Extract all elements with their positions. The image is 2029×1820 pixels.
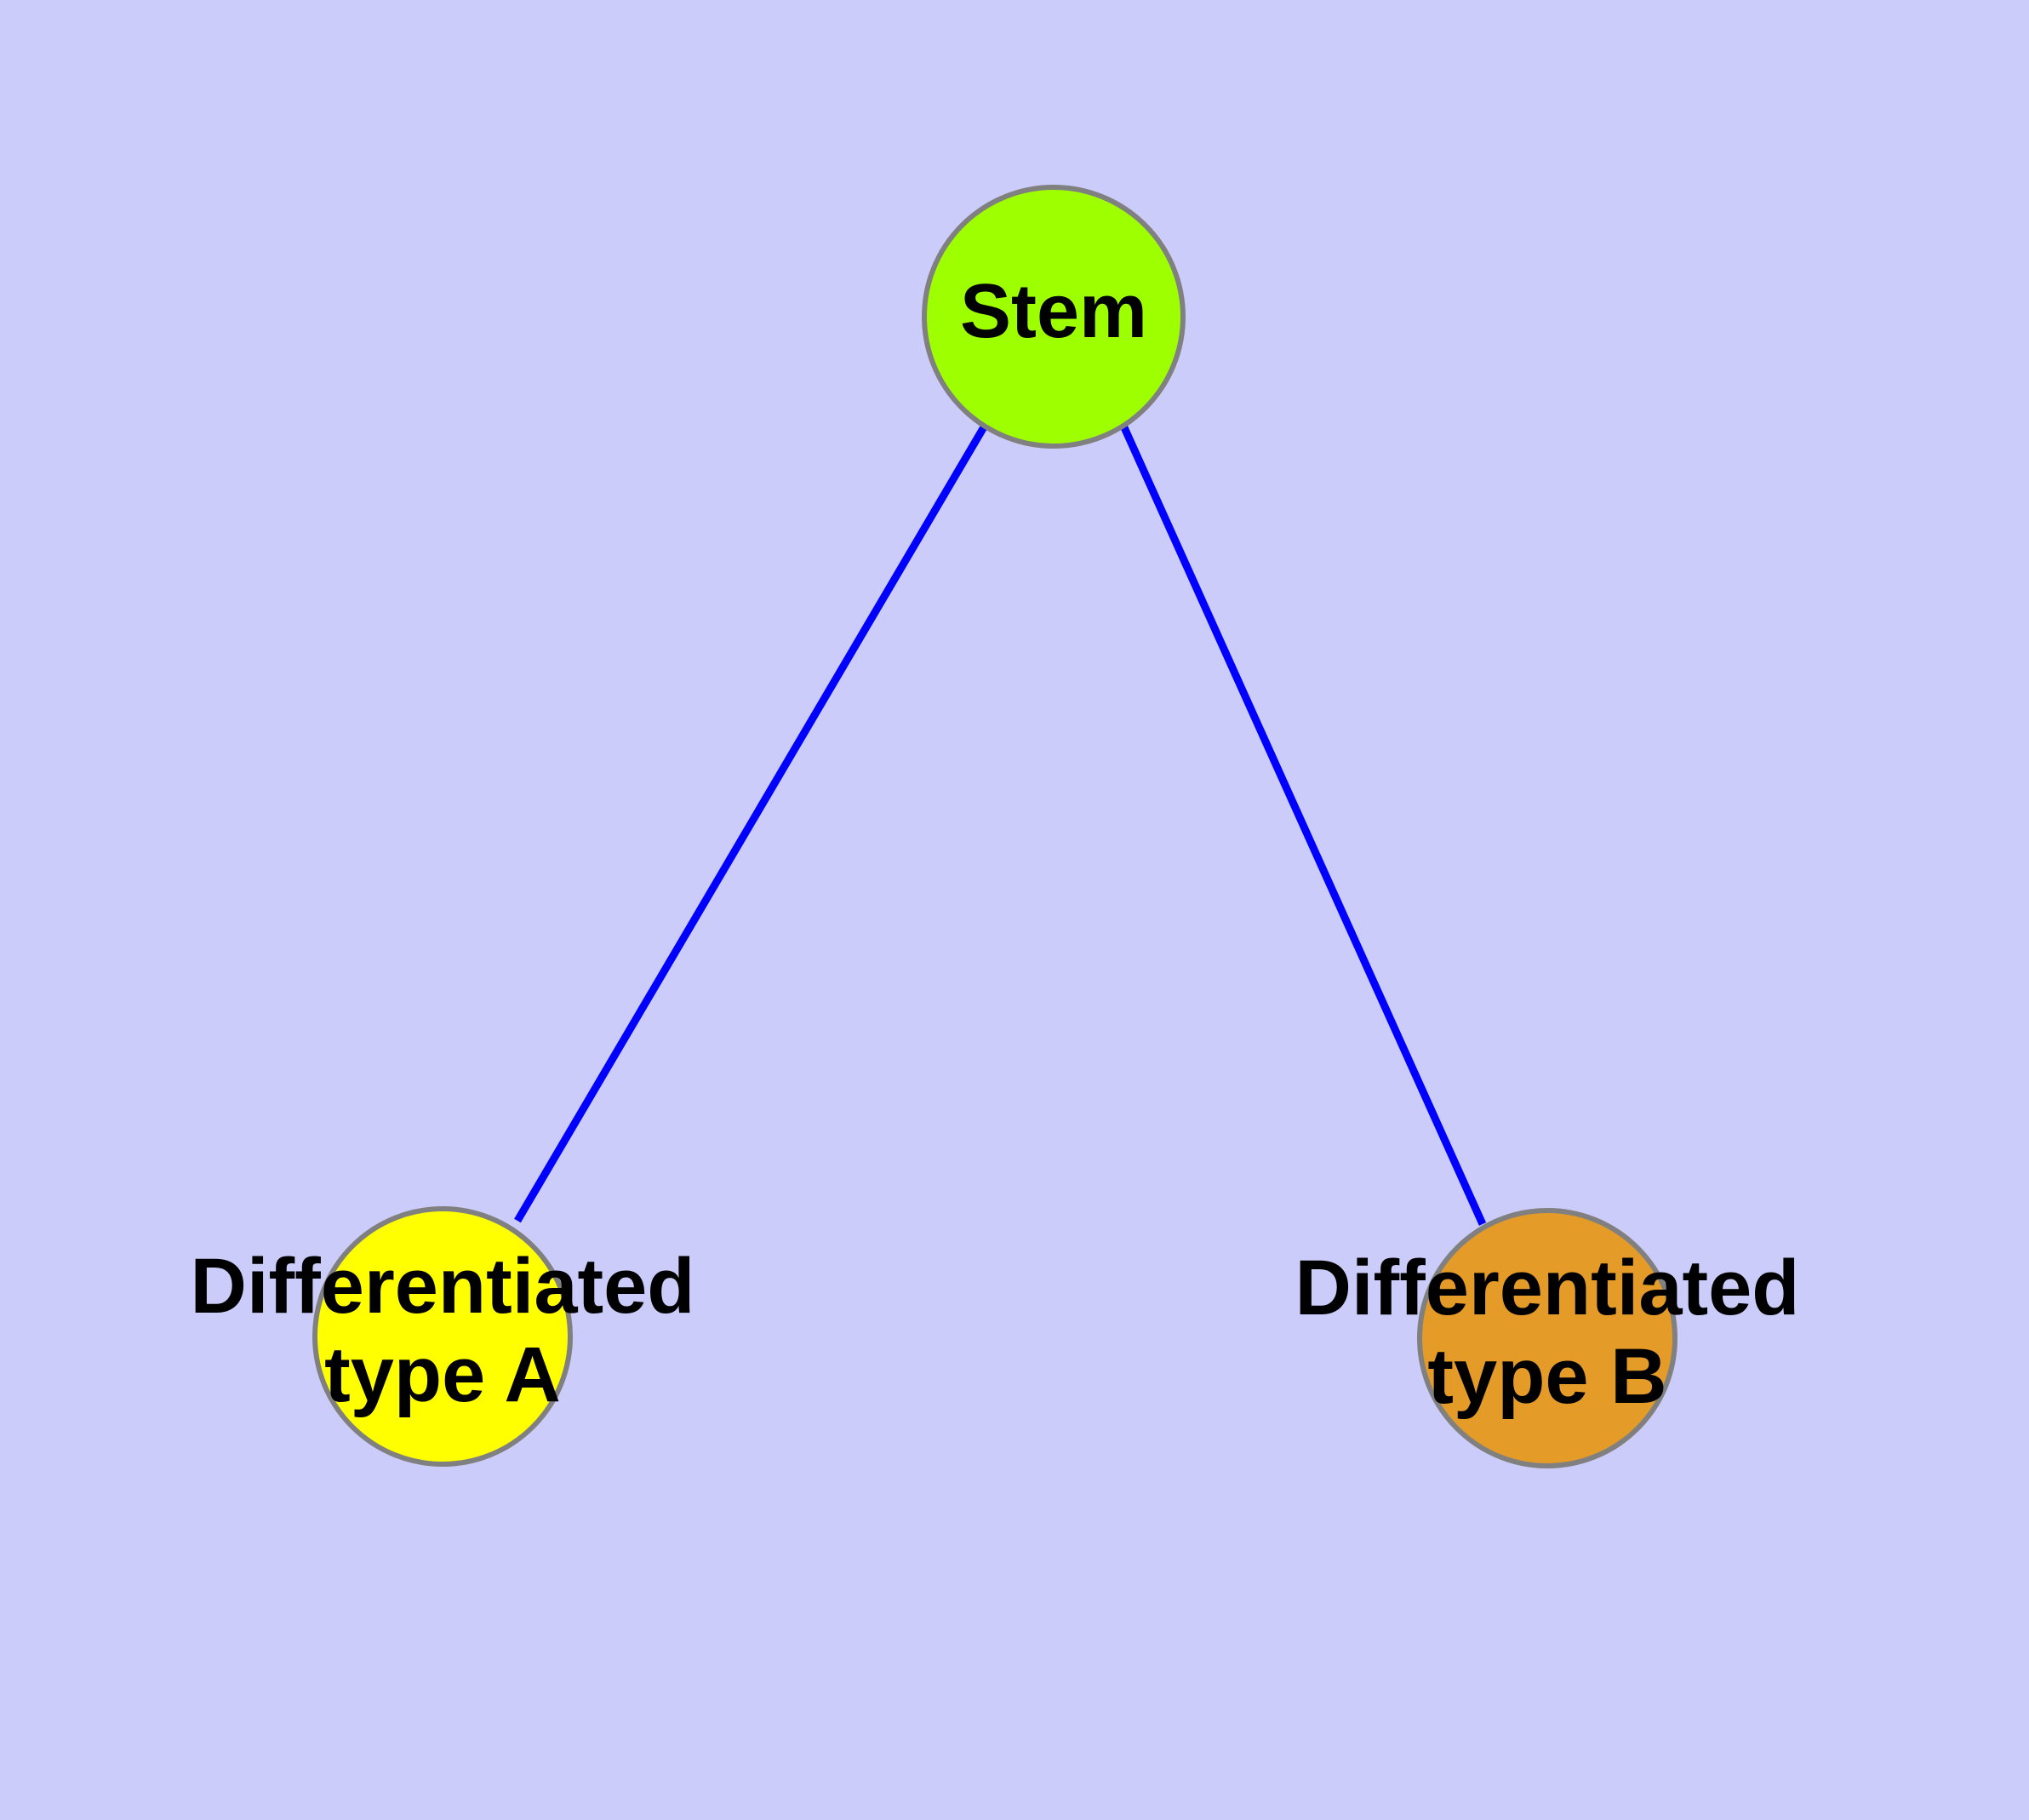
edge-stem-to-diff-a[interactable] <box>514 423 988 1223</box>
node-label-line: type A <box>324 1331 561 1418</box>
node-circle-stem[interactable] <box>922 185 1186 449</box>
node-label-line: Differentiated <box>191 1243 695 1330</box>
node-label-line: Stem <box>960 269 1147 354</box>
node-label-line: type B <box>1427 1333 1666 1420</box>
edges-layer <box>514 423 1487 1226</box>
node-circle-diff-b[interactable] <box>1417 1208 1677 1468</box>
nodes-layer <box>312 185 1677 1468</box>
edge-stem-to-diff-b[interactable] <box>1119 424 1487 1226</box>
node-label-line: Differentiated <box>1295 1245 1800 1331</box>
node-circle-diff-a[interactable] <box>312 1206 573 1467</box>
node-label-stem: Stem <box>960 269 1147 354</box>
